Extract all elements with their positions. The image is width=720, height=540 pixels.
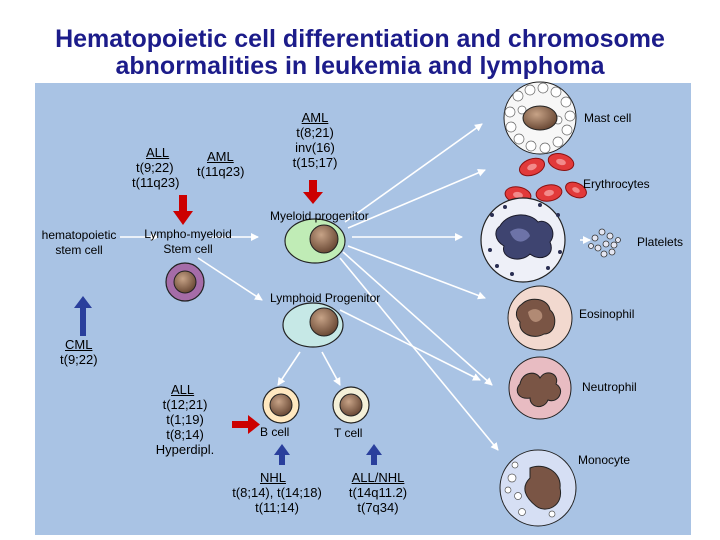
all-nhl-abnormalities: ALL/NHL t(14q11.2) t(7q34) [338, 470, 418, 515]
nhl-abnormalities: NHL t(8;14), t(14;18) t(11;14) [222, 470, 332, 515]
platelets-label: Platelets [637, 235, 684, 249]
monocyte [499, 449, 577, 527]
lympho-myeloid-stem-cell-label: Lympho-myeloid Stem cell [144, 227, 232, 256]
lympho-myeloid-stem-cell [165, 262, 205, 302]
neutrophil [508, 356, 572, 420]
monocyte-label: Monocyte [578, 453, 631, 467]
b-cell-label: B cell [260, 425, 290, 439]
cml-line-1: t(9;22) [60, 352, 98, 367]
neutrophil-label: Neutrophil [582, 380, 637, 394]
red-arrows [173, 180, 323, 434]
all-nhl-head: ALL/NHL [351, 470, 405, 485]
aml-myeloid-line-2: inv(16) [295, 140, 335, 155]
t-cell [332, 386, 370, 424]
blue-arrows [74, 296, 382, 465]
mast-cell [503, 81, 577, 155]
cml-head: CML [65, 337, 93, 352]
all-top-head: ALL [146, 145, 170, 160]
aml-myeloid-line-1: t(8;21) [296, 125, 334, 140]
nhl-line-1: t(8;14), t(14;18) [232, 485, 322, 500]
erythrocytes [504, 153, 587, 204]
all-lymphoid-line-3: t(8;14) [166, 427, 204, 442]
aml-top-line-1: t(11q23) [197, 164, 245, 179]
title-line-1: Hematopoietic cell differentiation and c… [55, 25, 665, 53]
aml-top-abnormalities: AML t(11q23) [197, 149, 244, 179]
aml-myeloid-line-3: t(15;17) [292, 155, 338, 170]
diagram-panel [34, 82, 692, 536]
all-lymphoid-head: ALL [171, 382, 195, 397]
all-top-line-1: t(9;22) [136, 160, 174, 175]
all-lymphoid-line-2: t(1;19) [166, 412, 204, 427]
eosinophil [507, 285, 573, 351]
mast-cell-label: Mast cell [584, 111, 632, 125]
lymphoid-progenitor-cell [282, 302, 344, 348]
cml-abnormalities: CML t(9;22) [60, 337, 98, 367]
title-line-2: abnormalities in leukemia and lymphoma [115, 52, 605, 80]
platelets [588, 228, 621, 258]
aml-myeloid-abnormalities: AML t(8;21) inv(16) t(15;17) [280, 110, 350, 170]
differentiation-arrows [120, 123, 591, 451]
nhl-line-2: t(11;14) [255, 500, 299, 515]
all-nhl-line-1: t(14q11.2) [348, 485, 408, 500]
all-top-line-2: t(11q23) [132, 175, 180, 190]
b-cell [262, 386, 300, 424]
all-lymphoid-abnormalities: ALL t(12;21) t(1;19) t(8;14) Hyperdipl. [145, 382, 225, 457]
erythrocytes-label: Erythrocytes [583, 177, 650, 191]
all-lymphoid-line-1: t(12;21) [162, 397, 208, 412]
aml-myeloid-head: AML [301, 110, 329, 125]
nhl-head: NHL [260, 470, 287, 485]
lymphoid-progenitor-label: Lymphoid Progenitor [270, 291, 381, 305]
hematopoietic-stem-cell-label: hematopoietic stem cell [41, 228, 117, 257]
all-top-abnormalities: ALL t(9;22) t(11q23) [132, 145, 179, 190]
myeloid-progenitor-label: Myeloid progenitor [270, 209, 369, 223]
eosinophil-label: Eosinophil [579, 307, 635, 321]
myeloid-progenitor-cell [284, 218, 346, 264]
megakaryocyte [480, 197, 566, 283]
all-nhl-line-2: t(7q34) [357, 500, 399, 515]
all-lymphoid-line-4: Hyperdipl. [155, 442, 215, 457]
t-cell-label: T cell [334, 426, 363, 440]
aml-top-head: AML [207, 149, 234, 164]
